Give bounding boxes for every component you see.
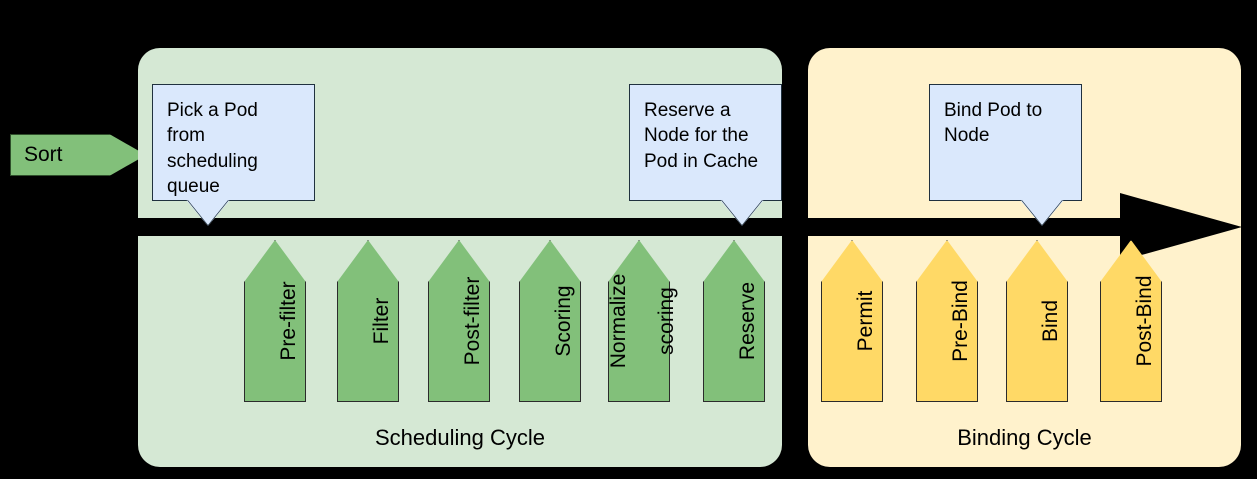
- plugin-label: Reserve: [735, 281, 759, 361]
- callout-text: Pick a Pod from scheduling queue: [152, 84, 315, 201]
- plugin-scoring: Scoring: [519, 240, 581, 402]
- plugin-label-line1: Normalize: [606, 273, 630, 369]
- plugin-permit: Permit: [821, 240, 883, 402]
- plugin-bind: Bind: [1006, 240, 1068, 402]
- plugin-reserve: Reserve: [703, 240, 765, 402]
- plugin-post-bind: Post-Bind: [1100, 240, 1162, 402]
- plugin-label: Post-Bind: [1132, 275, 1156, 367]
- plugin-label-wrap: Post-Bind: [1050, 275, 1212, 366]
- plugin-pre-bind: Pre-Bind: [916, 240, 978, 402]
- plugin-post-filter: Post-filter: [428, 240, 490, 402]
- scheduling-cycle-label: Scheduling Cycle: [375, 424, 545, 450]
- sort-label: Sort: [24, 143, 63, 166]
- callout-text: Bind Pod to Node: [929, 84, 1082, 201]
- sort-stage-arrow: Sort: [10, 134, 146, 176]
- plugin-filter: Filter: [337, 240, 399, 402]
- plugin-pre-filter: Pre-filter: [244, 240, 306, 402]
- timeline-arrow-shaft: [138, 218, 1184, 236]
- callout-text: Reserve a Node for the Pod in Cache: [629, 84, 782, 201]
- binding-cycle-label: Binding Cycle: [957, 424, 1092, 450]
